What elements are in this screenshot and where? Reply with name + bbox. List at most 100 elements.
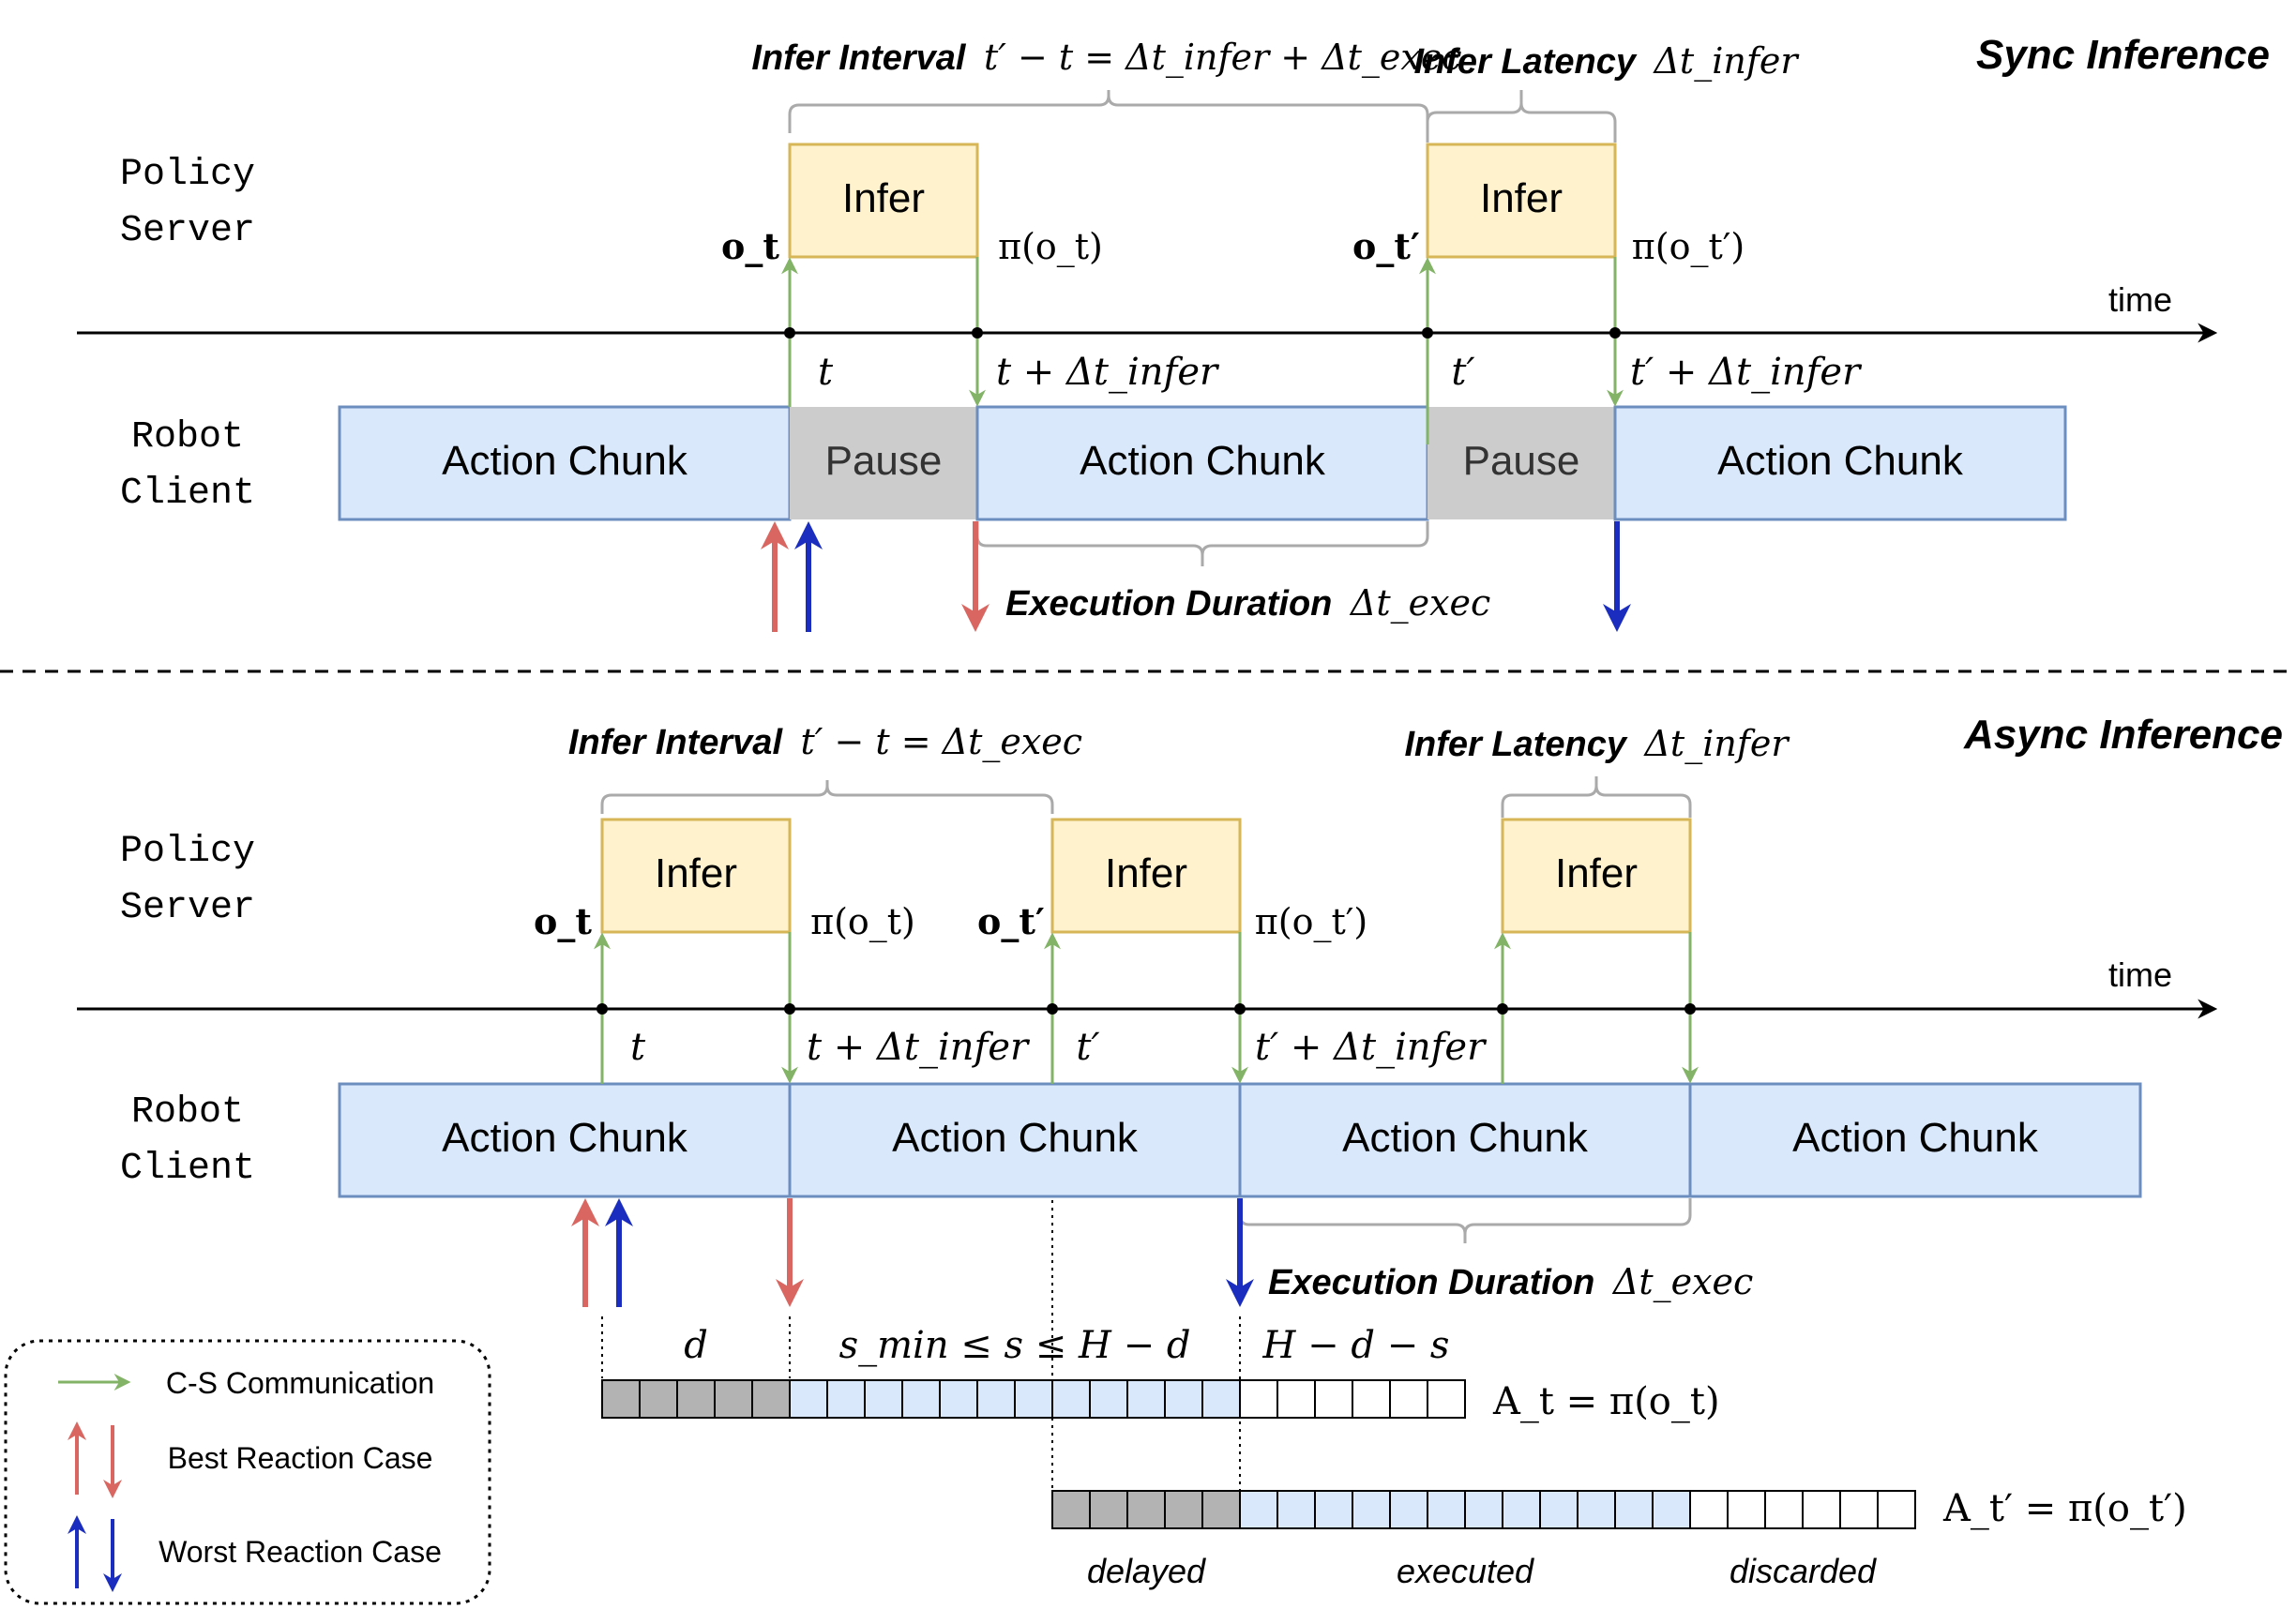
async-latency-title: Infer Latency <box>1404 725 1627 764</box>
async-infer-box-3-label: Infer <box>1555 850 1638 896</box>
sync-pause-2 <box>1427 407 1615 519</box>
cat-delayed-label: delayed <box>1087 1552 1206 1590</box>
chunk-a-cell <box>1239 1379 1278 1419</box>
sync-infer-box-1 <box>788 143 979 259</box>
async-action-chunk-3 <box>1238 1082 1692 1198</box>
async-seg-s-label: s_min ≤ s ≤ H − d <box>839 1324 1191 1367</box>
async-tick-dot-6 <box>1684 1003 1696 1015</box>
legend-box <box>4 1339 491 1605</box>
async-tick-dot-5 <box>1497 1003 1508 1015</box>
chunk-b-cell <box>1614 1490 1654 1529</box>
chunk-a-strip <box>601 1379 1466 1419</box>
async-infer-box-3 <box>1501 818 1692 934</box>
async-infer-box-1 <box>600 818 792 934</box>
sync-tick-3-label: t′ <box>1451 351 1474 394</box>
chunk-b-cell <box>1352 1490 1391 1529</box>
sync-obs-2-label: o_t′ <box>1352 225 1420 267</box>
async-exec-label: Execution Duration Δt_exec <box>1268 1261 1753 1303</box>
async-infer-box-2-label: Infer <box>1105 850 1187 896</box>
chunk-b-cell <box>1051 1490 1091 1529</box>
sync-title: Sync Inference <box>1976 32 2270 78</box>
chunk-b-cell <box>1764 1490 1804 1529</box>
sync-tick-dot-1 <box>784 327 795 338</box>
sync-interval-brace <box>788 90 1429 133</box>
chunk-b-cell <box>1126 1490 1166 1529</box>
sync-exec-brace <box>975 521 1429 566</box>
async-server-label-line1: Policy <box>120 831 255 873</box>
async-section: Async Inference Policy Server Robot Clie… <box>77 712 2283 1590</box>
async-tick-dot-3 <box>1047 1003 1058 1015</box>
chunk-a-cell <box>826 1379 866 1419</box>
chunk-a-cell <box>714 1379 753 1419</box>
sync-latency-math: Δt_infer <box>1652 40 1800 83</box>
async-title: Async Inference <box>1963 712 2283 758</box>
sync-tick-dot-3 <box>1422 327 1433 338</box>
chunk-a-cell <box>1352 1379 1391 1419</box>
sync-pi-2-label: π(o_t′) <box>1632 226 1745 268</box>
async-time-label: time <box>2108 955 2172 994</box>
chunk-b-cell <box>1164 1490 1203 1529</box>
chunk-b-cell <box>1502 1490 1541 1529</box>
chunk-b-cell <box>1877 1490 1916 1529</box>
sync-latency-title: Infer Latency <box>1413 42 1637 82</box>
async-tick-3-label: t′ <box>1076 1026 1099 1069</box>
sync-latency-brace <box>1426 90 1617 143</box>
sync-server-label-line1: Policy <box>120 154 255 196</box>
async-seg-rest-label: H − d − s <box>1262 1324 1450 1367</box>
async-tick-4-label: t′ + Δt_infer <box>1255 1026 1488 1069</box>
chunk-b-cell <box>1201 1490 1241 1529</box>
sync-client-label-line2: Client <box>120 473 255 515</box>
sync-action-chunk-2-label: Action Chunk <box>1080 438 1326 484</box>
sync-infer-box-2-label: Infer <box>1480 175 1563 221</box>
chunk-b-cell <box>1389 1490 1428 1529</box>
chunk-b-cell <box>1464 1490 1503 1529</box>
async-seg-d-label: d <box>684 1324 708 1367</box>
sync-exec-title: Execution Duration <box>1005 584 1332 624</box>
chunk-a-cell <box>901 1379 941 1419</box>
sync-infer-box-2 <box>1426 143 1617 259</box>
chunk-a-cell <box>1126 1379 1166 1419</box>
async-latency-label: Infer Latency Δt_infer <box>1404 723 1790 765</box>
legend-best-label: Best Reaction Case <box>168 1441 433 1475</box>
chunk-a-cell <box>976 1379 1016 1419</box>
async-action-chunk-3-label: Action Chunk <box>1342 1115 1589 1161</box>
sync-exec-math: Δt_exec <box>1349 582 1490 624</box>
chunk-b-cell <box>1276 1490 1316 1529</box>
chunk-b-cell <box>1577 1490 1616 1529</box>
async-action-chunk-1-label: Action Chunk <box>442 1115 688 1161</box>
sync-action-chunk-3-label: Action Chunk <box>1717 438 1964 484</box>
chunk-b-cell <box>1239 1490 1278 1529</box>
async-client-label-line1: Robot <box>131 1091 244 1134</box>
sync-server-label-line2: Server <box>120 210 255 252</box>
sync-tick-dot-4 <box>1609 327 1621 338</box>
async-client-label-line2: Client <box>120 1148 255 1190</box>
chunk-a-cell <box>1276 1379 1316 1419</box>
async-tick-1-label: t <box>630 1026 646 1069</box>
async-exec-title: Execution Duration <box>1268 1263 1594 1302</box>
sync-tick-1-label: t <box>818 351 834 394</box>
chunk-b-cell <box>1689 1490 1729 1529</box>
chunk-b-cell <box>1652 1490 1691 1529</box>
sync-pause-2-label: Pause <box>1463 438 1580 484</box>
async-obs-1-label: o_t <box>534 900 592 942</box>
sync-action-chunk-1-label: Action Chunk <box>442 438 688 484</box>
async-interval-label: Infer Interval t′ − t = Δt_exec <box>568 721 1082 763</box>
chunk-b-cell <box>1314 1490 1353 1529</box>
chunk-b-cell <box>1802 1490 1841 1529</box>
async-exec-brace <box>1238 1198 1692 1243</box>
chunk-a-cell <box>1427 1379 1466 1419</box>
sync-obs-1-label: o_t <box>721 225 779 267</box>
chunk-a-cell <box>601 1379 641 1419</box>
sync-pi-1-label: π(o_t) <box>998 226 1103 268</box>
chunk-b-cell <box>1089 1490 1128 1529</box>
legend: C-S Communication Best Reaction Case Wor… <box>4 1339 491 1605</box>
chunk-b-cell <box>1539 1490 1578 1529</box>
async-interval-math: t′ − t = Δt_exec <box>801 721 1083 763</box>
chunk-a-cell <box>1014 1379 1053 1419</box>
async-exec-math: Δt_exec <box>1611 1261 1753 1303</box>
sync-action-chunk-2 <box>975 405 1429 521</box>
chunk-a-cell <box>1389 1379 1428 1419</box>
chunk-a-cell <box>1201 1379 1241 1419</box>
sync-time-label: time <box>2108 280 2172 319</box>
